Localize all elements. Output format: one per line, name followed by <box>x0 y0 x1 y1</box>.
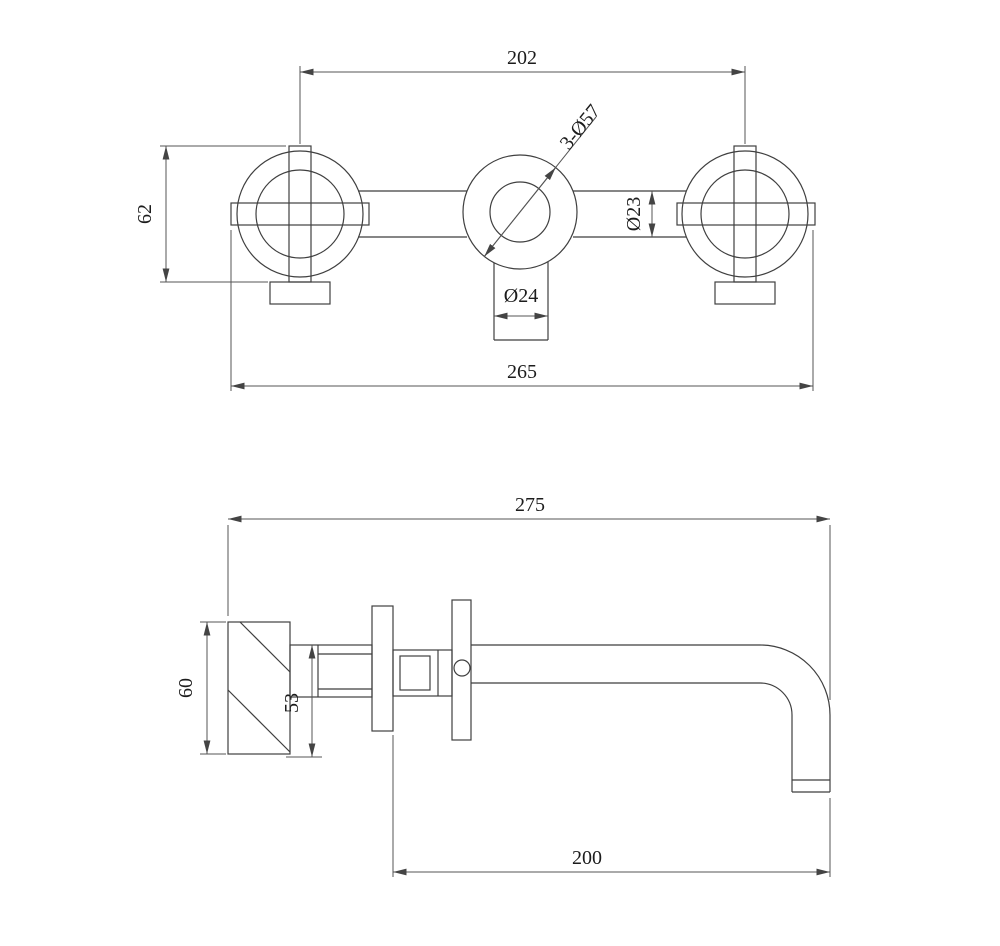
dim-spout-diameter: Ø24 <box>494 285 548 320</box>
center-escutcheon <box>462 154 578 341</box>
right-handle <box>676 145 816 305</box>
dim-handle-spacing: 202 <box>299 47 746 144</box>
right-handle-flange-circle <box>681 150 809 278</box>
left-handle-flange-circle <box>236 150 364 278</box>
dim-handle-height: 62 <box>134 145 286 283</box>
inwall-body <box>227 621 291 755</box>
dim-body-height: 60 <box>175 621 226 755</box>
dim-label-overall-depth: 275 <box>515 494 545 516</box>
dim-plate-height: 53 <box>281 645 322 758</box>
front-view: 202 <box>134 47 816 391</box>
left-handle <box>230 145 370 305</box>
dim-overall-depth: 275 <box>227 494 831 700</box>
dim-overall-width: 265 <box>230 230 814 391</box>
right-handle-inner-circle <box>700 169 790 259</box>
spout-inner-profile <box>471 682 793 792</box>
dim-label-flange-note: 3-Ø57 <box>556 100 605 154</box>
right-handle-vertical-bar <box>733 145 757 283</box>
dim-label-spout-reach: 200 <box>572 847 602 869</box>
dim-label-spout-diameter: Ø24 <box>504 285 538 307</box>
dim-flange-note: 3-Ø57 <box>483 100 605 257</box>
dim-label-overall-width: 265 <box>507 361 537 383</box>
plate-screw-circle <box>453 659 471 677</box>
dim-label-pipe-diameter: Ø23 <box>623 197 645 231</box>
dim-spout-reach: 200 <box>392 735 831 877</box>
left-handle-inner-circle <box>255 169 345 259</box>
dim-label-body-height: 60 <box>175 678 197 698</box>
left-handle-base <box>269 281 331 305</box>
dim-pipe-diameter: Ø23 <box>623 191 656 237</box>
right-handle-base <box>714 281 776 305</box>
dim-label-plate-height: 53 <box>281 693 303 713</box>
dim-label-handle-spacing: 202 <box>507 47 537 69</box>
right-handle-horizontal-bar <box>676 202 816 226</box>
escutcheon-outer-circle <box>462 154 578 270</box>
connector-pipe <box>289 644 373 698</box>
dim-label-handle-height: 62 <box>134 204 156 224</box>
left-handle-vertical-bar <box>288 145 312 283</box>
connecting-pipe <box>358 190 686 238</box>
wall-plate-left <box>371 605 394 732</box>
side-view: 275 <box>175 494 831 877</box>
mixer-mid-body <box>392 649 453 697</box>
spout-side <box>471 644 831 793</box>
spout-outer-profile <box>471 644 831 792</box>
left-handle-horizontal-bar <box>230 202 370 226</box>
wall-plate-right <box>451 599 472 741</box>
